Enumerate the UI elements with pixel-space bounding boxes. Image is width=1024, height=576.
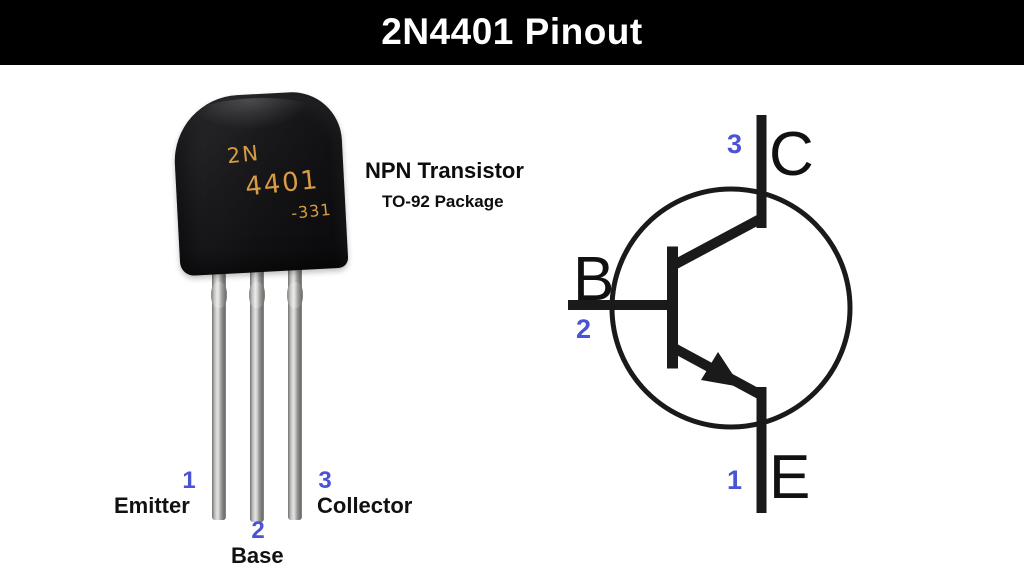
npn-symbol-schematic: C B E 3 2 1 <box>560 90 880 520</box>
package-description: NPN Transistor TO-92 Package <box>365 158 545 212</box>
pin3-label: Collector <box>317 493 413 518</box>
body-marking-line3: -331 <box>290 199 333 223</box>
pin1-label: Emitter <box>114 493 190 518</box>
body-markings: 2N 4401 -331 <box>167 86 353 281</box>
pin2-number: 2 <box>251 517 265 544</box>
collector-pin-number: 3 <box>727 129 742 159</box>
npn-symbol-svg: C B E 3 2 1 <box>568 115 853 513</box>
body-marking-line1: 2N <box>225 140 262 169</box>
collector-letter: C <box>769 120 814 189</box>
transistor-body: 2N 4401 -331 <box>171 89 349 277</box>
base-letter: B <box>573 245 614 314</box>
transistor-photo: 2N 4401 -331 1 Emitter 2 Base 3 Collecto… <box>0 65 470 576</box>
package-type-label: TO-92 Package <box>382 192 504 211</box>
emitter-leg <box>211 250 227 520</box>
emitter-letter: E <box>769 443 810 512</box>
base-leg <box>249 250 265 522</box>
emitter-arrowhead <box>701 352 741 387</box>
title-bar: 2N4401 Pinout <box>0 0 1024 65</box>
emitter-pin-number: 1 <box>727 465 742 495</box>
collector-leg <box>287 250 303 520</box>
pin3-number: 3 <box>318 467 332 494</box>
base-pin-number: 2 <box>576 314 591 344</box>
pin1-number: 1 <box>182 467 196 494</box>
collector-diagonal-line <box>667 212 767 272</box>
pin2-label: Base <box>231 543 284 568</box>
body-marking-line2: 4401 <box>243 164 321 203</box>
transistor-type-label: NPN Transistor <box>365 158 524 183</box>
page-title: 2N4401 Pinout <box>381 10 643 52</box>
